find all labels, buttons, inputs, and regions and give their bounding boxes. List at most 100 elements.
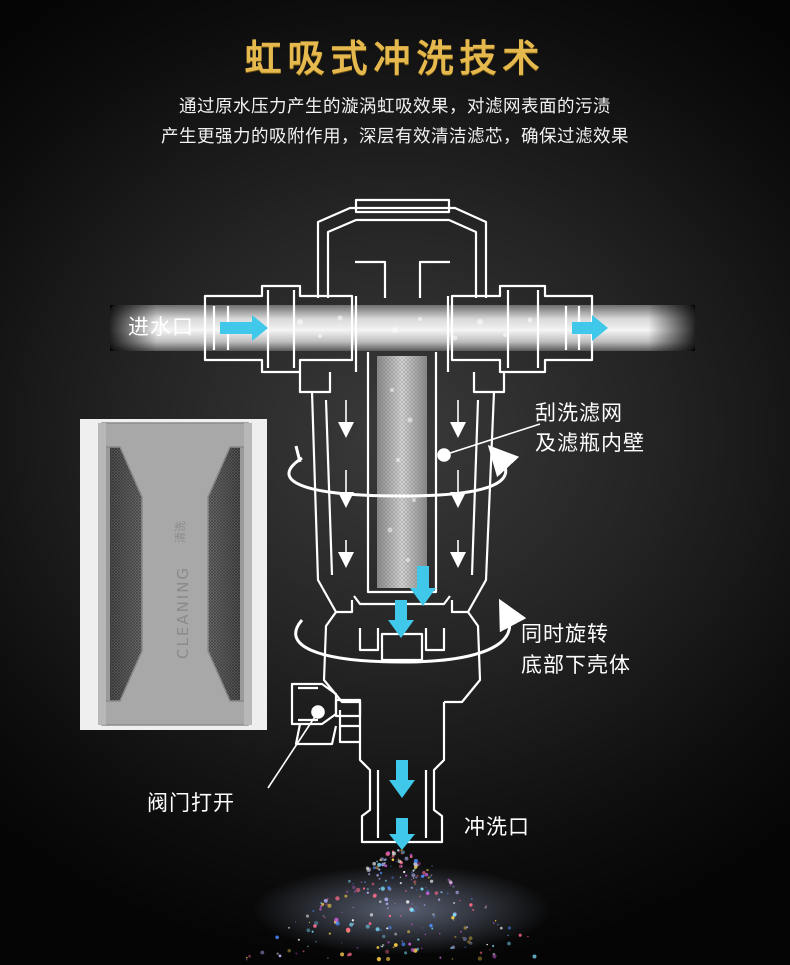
- spray-particle: [527, 935, 529, 938]
- spray-particle: [385, 902, 389, 906]
- spray-particle: [368, 922, 372, 926]
- spray-particle: [327, 903, 332, 908]
- spray-particle: [327, 957, 329, 959]
- spray-particle: [372, 894, 377, 898]
- spray-particle: [532, 954, 537, 959]
- spray-particle: [454, 935, 457, 938]
- spray-particle: [400, 915, 402, 917]
- spray-particle: [335, 896, 340, 901]
- spray-particle: [479, 951, 483, 954]
- spray-particle: [364, 881, 366, 883]
- spray-particle: [494, 920, 497, 922]
- spray-particle: [422, 870, 426, 875]
- spray-particle: [376, 860, 378, 863]
- engraved-text: CLEANING: [174, 566, 192, 659]
- spray-particle: [424, 933, 427, 936]
- spray-particle: [410, 886, 413, 889]
- spray-particle: [375, 927, 380, 932]
- spray-particle: [375, 865, 380, 870]
- spray-particle: [469, 903, 473, 907]
- rotation-arrow-lower: [294, 598, 527, 664]
- spray-particle: [377, 862, 382, 867]
- rotation-arrow-upper: [287, 444, 520, 498]
- spray-particle: [438, 932, 441, 935]
- spray-particle: [366, 891, 369, 894]
- spray-particle: [356, 946, 359, 949]
- page-title: 虹吸式冲洗技术: [244, 37, 546, 80]
- spray-particle: [388, 914, 392, 918]
- spray-particle: [372, 861, 377, 866]
- spray-particle: [345, 890, 349, 894]
- spray-particle: [449, 884, 452, 887]
- spray-particle: [328, 932, 331, 935]
- spray-particle: [352, 883, 354, 885]
- spray-particle: [278, 954, 282, 958]
- spray-particle: [384, 897, 389, 902]
- spray-particle: [430, 874, 433, 877]
- spray-particle: [413, 880, 417, 884]
- inner-flow-arrows: [338, 400, 466, 568]
- spray-particle: [427, 876, 430, 879]
- spray-particle: [392, 946, 395, 949]
- spray-particle: [507, 941, 511, 946]
- spray-particle: [385, 949, 390, 954]
- spray-particle: [416, 947, 420, 951]
- pointer-lines: [267, 423, 541, 789]
- spray-particle: [397, 849, 400, 852]
- spray-particle: [417, 938, 420, 941]
- spray-particle: [390, 865, 392, 867]
- spray-particle: [399, 861, 404, 865]
- spray-particle: [382, 934, 386, 939]
- spray-particle: [451, 958, 454, 960]
- spray-particle: [426, 869, 429, 872]
- spray-particle: [409, 853, 413, 857]
- spray-particle: [401, 942, 406, 947]
- spray-particle: [260, 950, 265, 955]
- spray-particle: [423, 904, 426, 906]
- cyan-flow-arrows: [220, 315, 608, 850]
- spray-particle: [368, 873, 371, 876]
- spray-particle: [376, 946, 380, 949]
- spray-particle: [379, 900, 382, 903]
- spray-particle: [451, 916, 455, 920]
- spray-particle: [381, 943, 385, 947]
- spray-particle: [391, 858, 395, 861]
- spray-particle: [460, 930, 462, 933]
- spray-particle: [322, 915, 324, 917]
- spray-particle: [346, 927, 351, 932]
- spray-particle: [297, 938, 300, 941]
- spray-particle: [323, 916, 326, 919]
- spray-particle: [379, 871, 383, 875]
- spray-particle: [352, 906, 354, 909]
- spray-particle: [376, 956, 382, 962]
- spray-particle: [366, 888, 369, 891]
- spray-particle: [425, 886, 427, 889]
- spray-particle: [387, 940, 390, 944]
- spray-particle: [431, 865, 433, 867]
- spray-particle: [452, 919, 455, 921]
- spray-particle: [462, 936, 464, 939]
- spray-particle: [341, 911, 343, 914]
- spray-particle: [431, 927, 434, 930]
- spray-particle: [399, 882, 402, 885]
- spray-particle: [362, 887, 366, 890]
- spray-particle: [407, 930, 411, 934]
- spray-particle: [399, 876, 402, 879]
- spray-particle: [410, 947, 415, 952]
- spray-particle: [405, 874, 408, 877]
- spray-particle: [466, 926, 469, 929]
- spray-particle: [424, 872, 429, 877]
- inlet-label: 进水口: [128, 315, 194, 339]
- spray-particle: [396, 860, 399, 863]
- spray-particle: [477, 956, 482, 961]
- spray-particle: [371, 882, 375, 886]
- spray-particle: [348, 879, 351, 883]
- spray-particle: [393, 943, 398, 947]
- spray-particle: [387, 907, 389, 909]
- spray-particle: [451, 945, 456, 949]
- spray-particle: [439, 956, 442, 959]
- spray-particle: [365, 866, 369, 870]
- spray-particle: [400, 865, 403, 868]
